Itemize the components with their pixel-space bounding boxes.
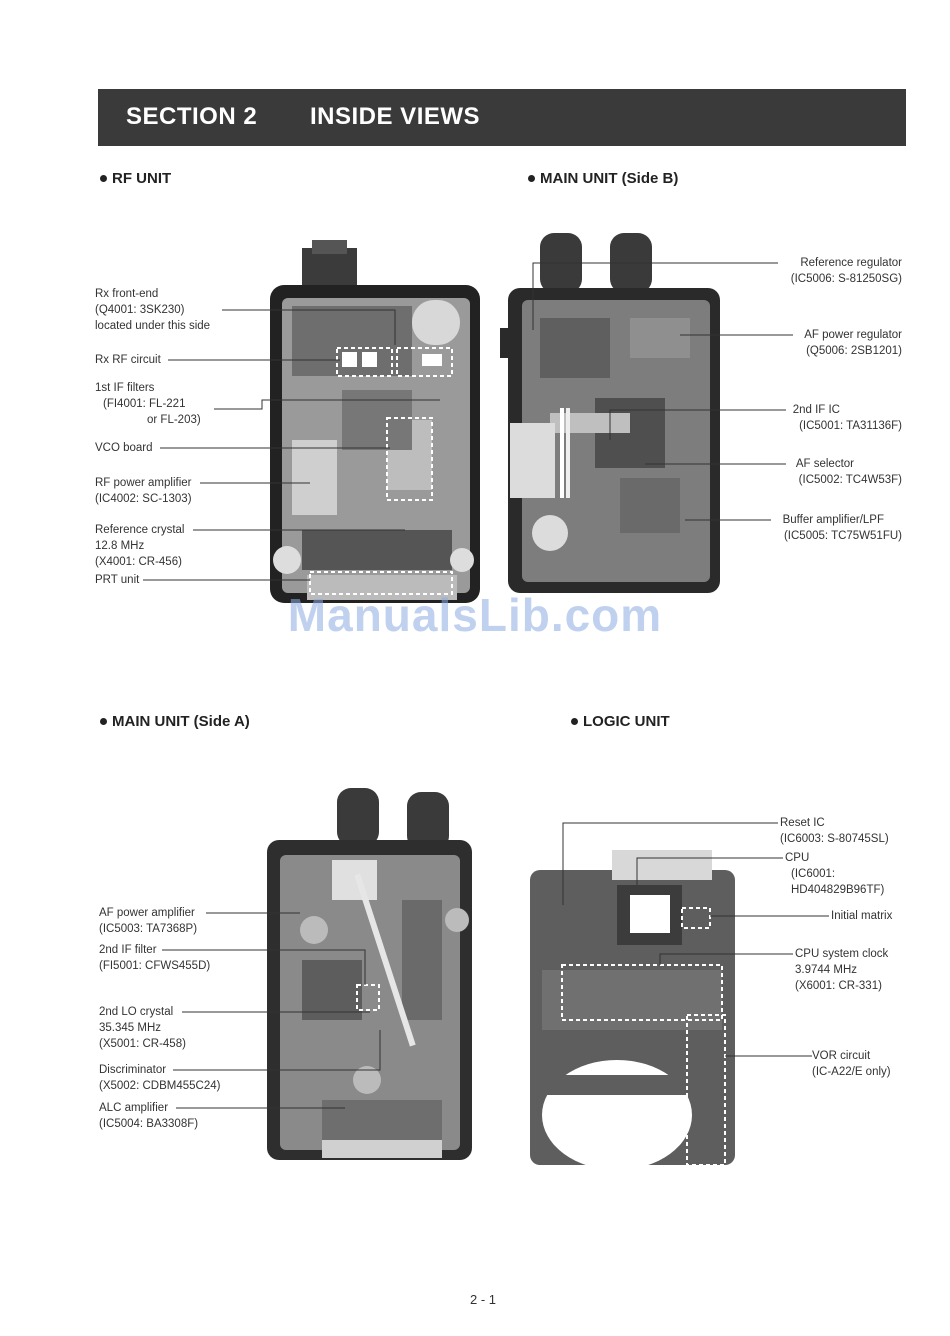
label-line: PRT unit: [95, 574, 140, 586]
page-number: 2 - 1: [470, 1292, 497, 1307]
label-line: 1st IF filters: [95, 382, 155, 394]
heading-main-unit-b: MAIN UNIT (Side B): [528, 170, 678, 187]
label-line: located under this side: [95, 320, 211, 332]
label-line: (IC6003: S-80745SL): [780, 833, 889, 845]
heading-rf-unit: RF UNIT: [100, 170, 171, 187]
label-line: Initial matrix: [831, 910, 893, 922]
label-line: ALC amplifier: [99, 1102, 169, 1114]
label-prt-unit: PRT unit: [95, 572, 139, 588]
label-line: (IC-A22/E only): [812, 1066, 891, 1078]
label-line: (X4001: CR-456): [95, 556, 182, 568]
bullet-icon: [528, 174, 535, 182]
label-line: (IC5001: TA31136F): [799, 420, 902, 432]
label-line: Buffer amplifier/LPF: [782, 514, 884, 526]
label-line: (X6001: CR-331): [795, 980, 882, 992]
main-unit-side-a-photo: [267, 788, 472, 1160]
label-line: 3.9744 MHz: [795, 964, 858, 976]
label-line: (FI4001: FL-221: [103, 398, 186, 410]
label-line: CPU system clock: [795, 948, 889, 960]
label-rx-rf-circuit: Rx RF circuit: [95, 352, 161, 368]
label-line: (IC5002: TC4W53F): [798, 474, 902, 486]
label-line: (IC5006: S-81250SG): [790, 273, 902, 285]
label-line: Rx RF circuit: [95, 354, 161, 366]
label-line: Reference crystal: [95, 524, 185, 536]
rf-unit-photo: [270, 240, 480, 603]
label-line: (IC5004: BA3308F): [99, 1118, 199, 1130]
section-title: INSIDE VIEWS: [310, 103, 481, 130]
label-line: VCO board: [95, 442, 153, 454]
label-line: (FI5001: CFWS455D): [99, 960, 211, 972]
label-line: (IC4002: SC-1303): [95, 493, 192, 505]
label-line: Reset IC: [780, 817, 825, 829]
label-af-selector: AF selector (IC5002: TC4W53F): [700, 456, 902, 488]
label-cpu-system-clock: CPU system clock 3.9744 MHz (X6001: CR-3…: [795, 946, 888, 994]
label-line: (IC5003: TA7368P): [99, 923, 198, 935]
label-1st-if-filters: 1st IF filters (FI4001: FL-221 or FL-203…: [95, 380, 201, 428]
label-vco-board: VCO board: [95, 440, 153, 456]
heading-text: MAIN UNIT (Side B): [540, 170, 679, 187]
heading-text: RF UNIT: [112, 170, 172, 187]
label-discriminator: Discriminator (X5002: CDBM455C24): [99, 1062, 220, 1094]
label-line: 2nd LO crystal: [99, 1006, 174, 1018]
watermark: ManualsLib.com: [287, 589, 663, 641]
section-banner: SECTION 2 INSIDE VIEWS: [98, 89, 906, 146]
label-vor-circuit: VOR circuit (IC-A22/E only): [812, 1048, 891, 1080]
label-2nd-lo-crystal: 2nd LO crystal 35.345 MHz (X5001: CR-458…: [99, 1004, 186, 1052]
label-alc-amplifier: ALC amplifier (IC5004: BA3308F): [99, 1100, 198, 1132]
label-reset-ic: Reset IC (IC6003: S-80745SL): [780, 815, 889, 847]
heading-logic-unit: LOGIC UNIT: [571, 713, 670, 730]
label-line: or FL-203): [147, 414, 201, 426]
label-line: CPU: [785, 852, 810, 864]
label-line: Reference regulator: [800, 257, 902, 269]
label-line: (IC5005: TC75W51FU): [783, 530, 902, 542]
label-cpu: CPU (IC6001: HD404829B96TF): [785, 850, 884, 898]
label-af-power-regulator: AF power regulator (Q5006: 2SB1201): [700, 327, 902, 359]
label-line: 12.8 MHz: [95, 540, 145, 552]
label-line: AF power regulator: [804, 329, 902, 341]
heading-text: LOGIC UNIT: [583, 713, 670, 730]
label-line: AF selector: [795, 458, 854, 470]
label-line: (X5002: CDBM455C24): [99, 1080, 221, 1092]
label-line: (Q5006: 2SB1201): [806, 345, 902, 357]
label-line: VOR circuit: [812, 1050, 871, 1062]
label-line: (Q4001: 3SK230): [95, 304, 185, 316]
bullet-icon: [100, 174, 107, 182]
label-2nd-if-ic: 2nd IF IC (IC5001: TA31136F): [700, 402, 902, 434]
label-line: HD404829B96TF): [791, 884, 885, 896]
heading-main-unit-a: MAIN UNIT (Side A): [100, 713, 250, 730]
label-line: RF power amplifier: [95, 477, 192, 489]
label-line: 2nd IF filter: [99, 944, 157, 956]
main-unit-side-b-photo: [500, 233, 720, 593]
label-line: 2nd IF IC: [792, 404, 840, 416]
label-line: 35.345 MHz: [99, 1022, 162, 1034]
label-line: (X5001: CR-458): [99, 1038, 186, 1050]
label-initial-matrix: Initial matrix: [831, 908, 892, 924]
label-line: Discriminator: [99, 1064, 167, 1076]
bullet-icon: [100, 717, 107, 725]
label-rx-front-end: Rx front-end (Q4001: 3SK230) located und…: [95, 286, 210, 334]
label-reference-regulator: Reference regulator (IC5006: S-81250SG): [700, 255, 902, 287]
label-af-power-amplifier: AF power amplifier (IC5003: TA7368P): [99, 905, 197, 937]
heading-text: MAIN UNIT (Side A): [112, 713, 250, 730]
bullet-icon: [571, 717, 578, 725]
label-line: AF power amplifier: [99, 907, 195, 919]
section-number: SECTION 2: [126, 103, 258, 130]
label-line: Rx front-end: [95, 288, 159, 300]
label-buffer-amplifier-lpf: Buffer amplifier/LPF (IC5005: TC75W51FU): [700, 512, 902, 544]
label-rf-power-amplifier: RF power amplifier (IC4002: SC-1303): [95, 475, 192, 507]
label-reference-crystal: Reference crystal 12.8 MHz (X4001: CR-45…: [95, 522, 184, 570]
label-line: (IC6001:: [791, 868, 836, 880]
logic-unit-photo: [530, 850, 735, 1170]
label-2nd-if-filter: 2nd IF filter (FI5001: CFWS455D): [99, 942, 210, 974]
